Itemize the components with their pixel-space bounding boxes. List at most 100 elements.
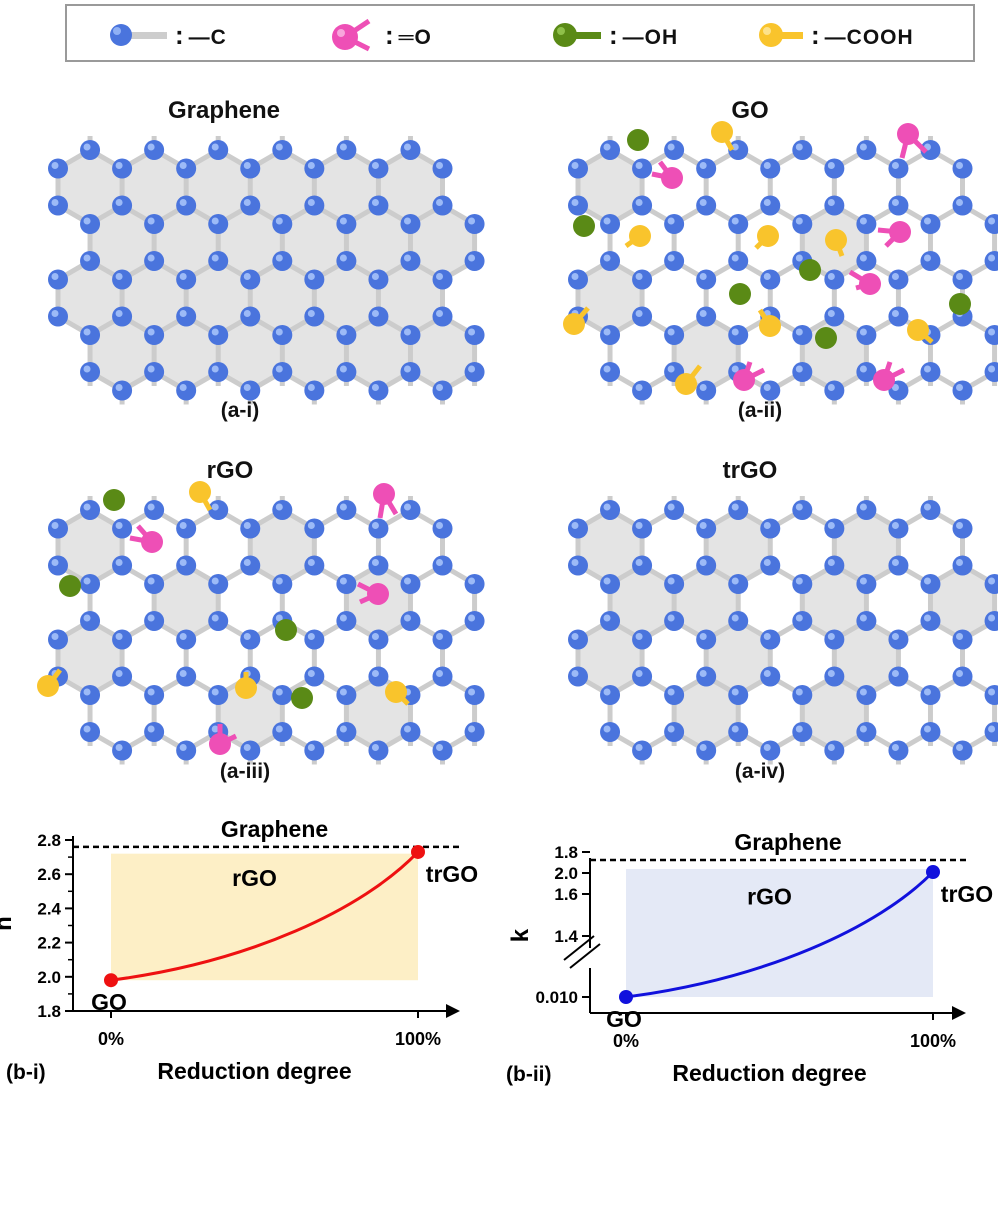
carbon-atom-highlight [275, 217, 283, 225]
carbonyl-group [873, 361, 906, 391]
carbon-atom-highlight [51, 199, 59, 206]
carbon-atom-highlight [923, 577, 931, 585]
carbon-atom-highlight [763, 559, 771, 566]
carbon-atom-highlight [115, 162, 123, 169]
hexagon-fill [282, 205, 347, 280]
hexagon-fill [802, 565, 867, 640]
carbon-atom-highlight [307, 744, 315, 751]
y-tick-label: 2.8 [37, 831, 61, 850]
carbon-atom [240, 269, 261, 290]
group-atom [711, 121, 733, 143]
hexagon-fill [58, 621, 123, 695]
carbon-atom [696, 629, 717, 650]
hexagon-fill [122, 150, 187, 224]
carbon-atom-highlight [731, 503, 739, 511]
hexagon-fill [218, 676, 283, 751]
panel-title-rgo: rGO [206, 457, 254, 484]
carbon-atom [760, 195, 781, 216]
carbon-atom [696, 666, 717, 687]
carbon-atom [568, 195, 588, 216]
carbon-atom [600, 214, 621, 234]
carbon-atom [856, 251, 877, 271]
carbon-atom-highlight [859, 328, 867, 336]
carbon-atom [952, 555, 973, 576]
carbon-atom [400, 140, 421, 160]
carboxyl-group [907, 319, 934, 344]
carbon-atom [920, 722, 941, 742]
carbon-atom-highlight [795, 328, 803, 336]
carbon-atom [696, 380, 717, 401]
carbon-atom [632, 269, 653, 290]
carbon-atom [112, 740, 133, 761]
carbon-atom-highlight [859, 725, 867, 733]
legend: :—C :═O :—OH :—COOH [65, 4, 975, 62]
lattice-hexagon-fills [578, 510, 995, 751]
carbon-atom [760, 740, 781, 761]
carbon-atom-highlight [339, 365, 347, 373]
carbon-atom [272, 251, 293, 271]
hexagon-fill [610, 565, 675, 640]
carbon-atom-highlight [243, 633, 251, 640]
carbon-atom [400, 251, 421, 271]
carbon-atom-highlight [243, 384, 251, 391]
carbon-atom [792, 500, 813, 520]
carbon-atom [856, 325, 877, 345]
carbon-atom [208, 325, 229, 345]
carbon-atom [112, 629, 133, 650]
hexagon-fill [674, 316, 739, 391]
carbon-atom-highlight [371, 199, 379, 206]
group-atom [907, 319, 929, 341]
carbon-atom-highlight [468, 328, 476, 336]
group-atom [815, 327, 837, 349]
carbon-atom-highlight [699, 522, 707, 529]
carbon-atom-highlight [83, 577, 91, 585]
y-tick-label: 1.6 [554, 885, 578, 904]
carbon-atom-highlight [179, 559, 187, 566]
hexagon-fill [410, 316, 475, 391]
hexagon-fill [674, 676, 739, 751]
hexagon-fill [90, 316, 155, 391]
carbon-atom-highlight [923, 254, 931, 262]
x-tick-label: 100% [395, 1029, 441, 1049]
carbon-atom-highlight [891, 384, 899, 391]
carbon-atom-highlight [859, 143, 867, 151]
carbon-atom [760, 380, 781, 401]
carbon-atom-highlight [83, 365, 91, 373]
carbon-atom-highlight [51, 559, 59, 566]
carbon-atom-highlight [115, 522, 123, 529]
caption-a-iii: (a-iii) [219, 760, 271, 783]
carbon-atom-highlight [603, 725, 611, 733]
hexagon-fill [314, 261, 379, 335]
carbon-atom [824, 666, 845, 687]
hexagon-fill [58, 261, 123, 335]
carbon-atom-highlight [795, 143, 803, 151]
carbon-atom [368, 666, 389, 687]
carbon-atom-highlight [436, 522, 444, 529]
carbon-atom [304, 269, 325, 290]
carbon-atom [144, 251, 165, 271]
carbon-atom-highlight [956, 384, 964, 391]
hydroxyl-group [627, 129, 649, 151]
carbon-atom [80, 362, 101, 382]
carbon-atom [240, 306, 261, 327]
carbon-atom [432, 195, 453, 216]
hexagon-fill [154, 565, 219, 640]
group-atom [103, 489, 125, 511]
hexagon-fill [186, 261, 251, 335]
carbon-atom [728, 685, 749, 705]
carbon-atom-highlight [147, 614, 155, 622]
carbon-atom-highlight [307, 310, 315, 317]
carbon-atom-highlight [403, 217, 411, 225]
n-start-point [104, 973, 118, 988]
carbon-atom-highlight [635, 744, 643, 751]
hexagon-fill [218, 316, 283, 391]
axis-break-mark [563, 935, 595, 961]
carbon-atom [80, 500, 101, 520]
carbon-atom-highlight [571, 199, 579, 206]
carbon-atom [824, 740, 845, 761]
carbon-atom [760, 629, 781, 650]
n-axis-label: n [0, 916, 17, 931]
carbon-atom [952, 158, 973, 179]
carbon-atom [368, 158, 389, 179]
